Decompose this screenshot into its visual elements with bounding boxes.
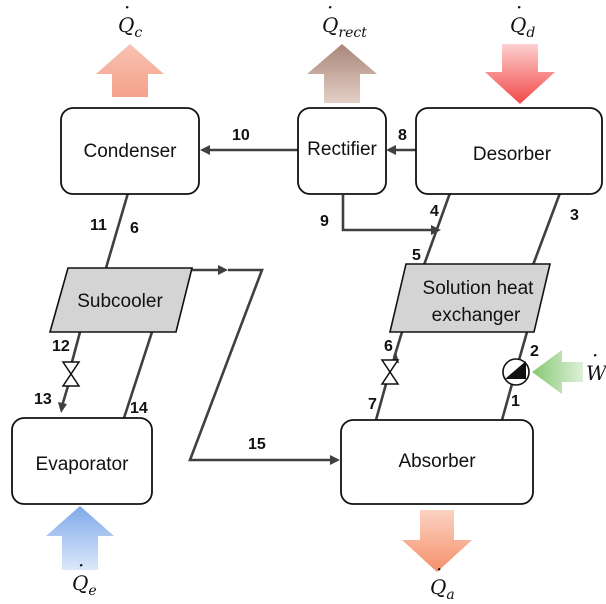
condenser-label: Condenser <box>84 141 178 162</box>
heat-in-evaporator-arrow <box>46 506 114 570</box>
stream-7-line <box>374 383 388 421</box>
condenser-box <box>60 107 200 195</box>
stream-10-arrowhead <box>200 145 210 155</box>
heat-out-rectifier-arrow <box>307 44 377 103</box>
state-point-7: 7 <box>368 396 377 413</box>
state-point-15: 15 <box>248 436 266 453</box>
stream-15-top-arrowhead <box>218 265 228 275</box>
evaporator-label: Evaporator <box>36 454 130 475</box>
refrigerant-expansion-valve-icon <box>61 361 81 387</box>
stream-2-line <box>517 331 529 361</box>
state-point-5: 5 <box>412 247 421 264</box>
stream-11-line <box>104 192 130 269</box>
subcooler-label: Subcooler <box>77 291 163 312</box>
stream-9-line <box>341 195 432 232</box>
desorber-box <box>415 107 603 195</box>
stream-13-arrowhead <box>58 402 67 413</box>
state-point-10: 10 <box>232 127 250 144</box>
state-point-11: 11 <box>90 217 107 234</box>
solution-heat-exchanger-box <box>388 263 552 333</box>
state-point-6-condenser: 6 <box>130 220 139 237</box>
q-c-label: Qc <box>118 13 142 41</box>
heat-in-desorber-arrow <box>485 44 555 104</box>
state-point-6-shx: 6 <box>384 338 393 355</box>
stream-14-line <box>122 331 154 419</box>
rectifier-box <box>297 107 387 195</box>
state-point-13: 13 <box>34 391 52 408</box>
stream-12-line <box>70 331 82 363</box>
stream-13-line <box>60 385 70 407</box>
stream-4-line <box>422 192 452 266</box>
evaporator-box <box>11 417 153 505</box>
q-a-label: Qa <box>430 575 455 603</box>
work-in-pump-arrow <box>532 350 583 394</box>
heat-out-absorber-arrow <box>402 510 472 572</box>
q-d-label: Qd <box>510 13 535 41</box>
state-point-8: 8 <box>398 127 407 144</box>
stream-15-zigzag <box>188 268 330 462</box>
stream-8-arrowhead <box>386 145 396 155</box>
q-e-label: Qe <box>72 571 97 599</box>
q-d-dot: · <box>516 0 522 19</box>
heat-out-condenser-arrow <box>96 44 164 97</box>
absorber-box <box>340 419 534 505</box>
solution-pump-icon <box>502 358 530 386</box>
state-point-4: 4 <box>430 203 439 220</box>
shx-label-line1: Solution heat <box>423 278 535 299</box>
w-p-dot: · <box>592 343 598 367</box>
state-point-2: 2 <box>530 343 539 360</box>
shx-label-line2: exchanger <box>432 305 521 326</box>
state-point-3: 3 <box>570 207 579 224</box>
w-p-label: Wp <box>586 361 606 389</box>
q-c-dot: · <box>124 0 130 19</box>
subcooler-box <box>48 267 194 333</box>
stream-1-line <box>500 383 514 421</box>
state-point-1: 1 <box>511 393 520 410</box>
state-point-9: 9 <box>320 213 329 230</box>
q-rect-label: Qrect <box>322 13 367 41</box>
absorber-label: Absorber <box>398 451 476 472</box>
rectifier-label: Rectifier <box>307 139 377 160</box>
stream-3-line <box>531 192 562 266</box>
q-rect-dot: · <box>327 0 333 19</box>
solution-expansion-valve-icon <box>380 359 400 385</box>
desorber-label: Desorber <box>473 144 552 165</box>
state-point-14: 14 <box>130 400 148 417</box>
stream-15-arrowhead <box>330 455 340 465</box>
state-point-12: 12 <box>52 338 70 355</box>
q-a-dot: · <box>436 557 442 581</box>
q-e-dot: · <box>78 553 84 577</box>
